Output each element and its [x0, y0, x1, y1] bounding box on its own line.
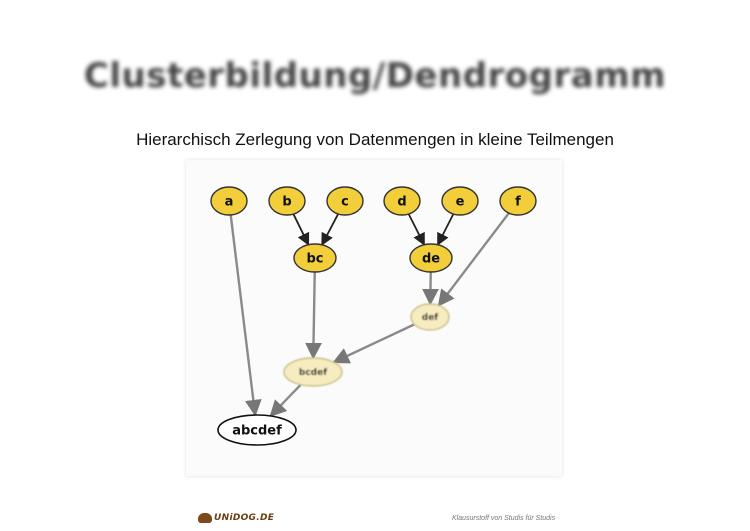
slide-subtitle: Hierarchisch Zerlegung von Datenmengen i… — [136, 130, 614, 149]
node-shape-def — [410, 303, 450, 331]
node-d: d — [383, 186, 421, 216]
edge-bc-to-bcdef — [305, 271, 322, 360]
node-shape-a — [210, 186, 248, 216]
node-shape-f — [499, 186, 537, 216]
edge-f-to-def — [437, 212, 510, 307]
node-shape-b — [268, 186, 306, 216]
node-label-f: f — [515, 195, 521, 210]
slide-title: Clusterbildung/Dendrogramm — [83, 56, 667, 96]
node-c: c — [326, 186, 364, 216]
node-f: f — [499, 186, 537, 216]
node-shape-e — [441, 186, 479, 216]
node-shape-d — [383, 186, 421, 216]
node-shape-bc — [293, 243, 337, 273]
edge-e-to-de — [436, 213, 455, 246]
node-de: de — [409, 243, 453, 273]
node-shape-de — [409, 243, 453, 273]
node-e: e — [441, 186, 479, 216]
logo-text: UNiDOG.DE — [214, 513, 275, 523]
node-def: def — [410, 303, 450, 331]
node-label-de: de — [422, 252, 440, 267]
node-b: b — [268, 186, 306, 216]
node-label-e: e — [456, 195, 465, 210]
dog-icon — [198, 513, 212, 523]
edge-d-to-de — [407, 213, 426, 246]
node-label-bcdef: bcdef — [299, 368, 327, 378]
node-label-d: d — [397, 195, 406, 210]
node-label-bc: bc — [306, 252, 323, 267]
edge-b-to-bc — [292, 213, 310, 246]
node-label-def: def — [422, 313, 439, 323]
node-label-a: a — [225, 195, 234, 210]
edge-bcdef-to-abcdef — [269, 383, 302, 418]
node-label-c: c — [341, 195, 349, 210]
node-abcdef: abcdef — [217, 414, 297, 446]
node-label-b: b — [282, 195, 291, 210]
node-bc: bc — [293, 243, 337, 273]
edge-def-to-bcdef — [332, 323, 415, 364]
edge-de-to-def — [422, 271, 439, 306]
node-bcdef: bcdef — [283, 357, 343, 387]
node-shape-abcdef — [217, 414, 297, 446]
unidog-logo: UNiDOG.DE — [198, 510, 274, 526]
node-a: a — [210, 186, 248, 216]
edge-c-to-bc — [321, 213, 339, 246]
node-label-abcdef: abcdef — [232, 424, 282, 439]
node-shape-c — [326, 186, 364, 216]
node-shape-bcdef — [283, 357, 343, 387]
footer-text: Klausurstoff von Studis für Studis — [452, 515, 556, 522]
edge-a-to-abcdef — [229, 214, 262, 417]
